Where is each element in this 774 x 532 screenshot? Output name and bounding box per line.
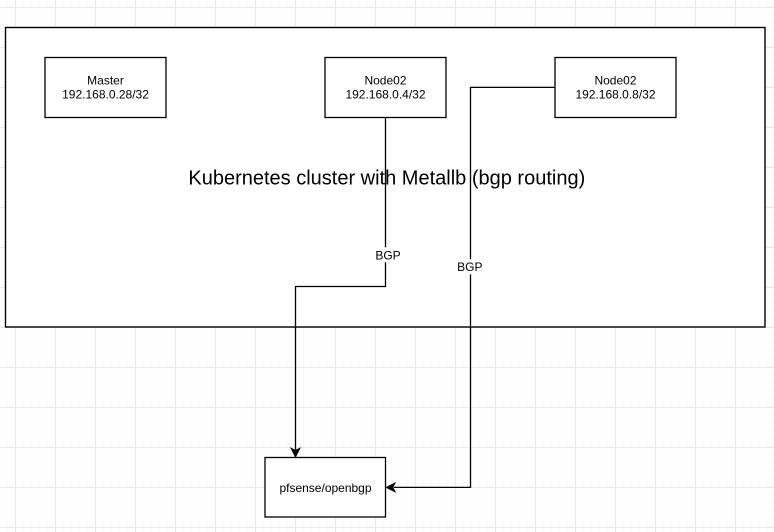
- svg-text:192.168.0.4/32: 192.168.0.4/32: [345, 87, 425, 101]
- svg-text:pfsense/openbgp: pfsense/openbgp: [279, 481, 371, 495]
- svg-text:192.168.0.28/32: 192.168.0.28/32: [62, 87, 149, 101]
- svg-text:BGP: BGP: [457, 260, 482, 274]
- svg-text:Master: Master: [87, 73, 124, 87]
- svg-text:BGP: BGP: [375, 248, 400, 262]
- svg-text:192.168.0.8/32: 192.168.0.8/32: [575, 87, 655, 101]
- svg-text:Node02: Node02: [594, 73, 636, 87]
- svg-text:Node02: Node02: [364, 73, 406, 87]
- svg-text:Kubernetes cluster with Metall: Kubernetes cluster with Metallb (bgp rou…: [188, 168, 585, 190]
